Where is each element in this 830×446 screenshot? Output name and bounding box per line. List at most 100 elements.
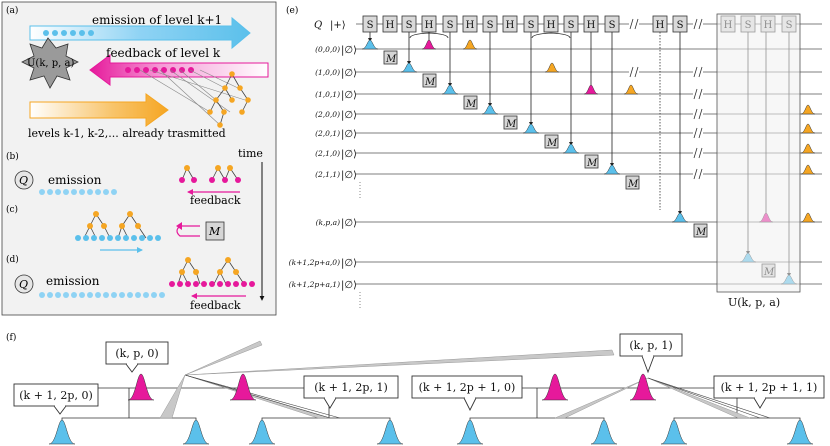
wire-break [698,18,703,30]
node-label: (k + 1, 2p + 1, 0) [419,381,516,394]
wire-break-bg [693,147,703,159]
node-label-pointer [753,397,767,409]
measure-box-c [205,221,225,241]
emission-peak [248,419,276,445]
feedback-trees-d [169,257,255,287]
loop-arrow-c-head [176,222,182,230]
measure-box [584,154,599,169]
transmitted-peak [800,104,816,115]
wire-break [693,147,698,159]
wire-break-bg [629,18,639,30]
emission-label-b: emission [48,173,102,187]
causal-line [184,374,331,419]
emission-peak [481,104,499,115]
qubit-ket: |∅⟩ [341,90,357,101]
measure-label: M [627,179,639,190]
emission-photons [43,30,94,36]
q-wire-label: Q [314,20,322,31]
qubit-label: (0,0,0) [315,45,340,54]
qubit-ket: |∅⟩ [341,258,357,269]
gate-h-label: H [656,20,665,31]
panel-e-label: (e) [286,5,298,16]
unit-label-e: U(k, p, a) [728,296,780,309]
gate-h-label: H [587,20,596,31]
qubit-ket: |∅⟩ [341,68,357,79]
wire-break [693,127,698,139]
wire-break [698,168,703,180]
wire-break-bg [629,66,639,78]
node-label: (k + 1, 2p, 0) [19,389,92,402]
emission-peak [603,164,621,175]
emission-peak [562,143,580,154]
wire-break-bg [693,108,703,120]
emission-peak [48,419,76,445]
wire-break [698,66,703,78]
unit-box [716,13,801,293]
measure-box [625,175,640,190]
tree-sub-branch [673,417,801,434]
levels-label: levels k-1, k-2,... already trasmitted [28,127,226,140]
wire-break [698,88,703,100]
measure-box [383,50,398,65]
causal-wedge [647,377,751,419]
wire-break [693,18,698,30]
measure-label-c: M [208,225,221,238]
unit-label-a: U(k, p, a) [27,58,74,69]
emission-peak [441,84,459,95]
qubit-ket: |∅⟩ [341,218,357,229]
qubit-ket: |∅⟩ [341,280,357,291]
measure-box [693,223,708,238]
measure-box [463,95,478,110]
measure-box [503,115,518,130]
gate-s-label: S [677,20,684,31]
tree-sub-branch [469,417,605,434]
transmitted-arrow [29,93,169,127]
qubit-label: (1,0,1) [315,90,340,99]
node-label: (k + 1, 2p + 1, 1) [721,381,818,394]
emission-peak [522,123,540,134]
transmitted-peak [800,123,816,134]
emission-peak [361,39,379,50]
qubit-label: (k+1,2p+a,0) [289,258,340,267]
measure-label: M [424,77,436,88]
tree-sub-branch [61,417,197,434]
emission-peak [456,419,484,445]
tree-diagram: (k, p, 0)(k, p, 1)(k + 1, 2p, 0)(k + 1, … [13,333,825,445]
transmitted-peak [800,143,816,154]
qubit-ket: |∅⟩ [341,129,357,140]
panel-a-label: (a) [6,5,18,16]
measure-label: M [385,54,397,65]
gate-h [502,15,518,33]
q-wire-ket: |+⟩ [330,20,346,31]
node-label-pointer [323,397,337,409]
node-label-pointer [53,405,67,415]
measure-label: M [465,99,477,110]
transmitted-peak [623,84,639,95]
wire-break-bg [693,168,703,180]
transmitted-peak [800,164,816,175]
emission-peak [590,419,618,445]
tree-connector [128,388,330,418]
emission-photons-d [39,292,165,298]
gate-h [543,15,559,33]
causal-line [647,377,761,419]
wire-break-bg [693,88,703,100]
tree-links [139,69,246,126]
feedback-fork [531,32,571,39]
causal-wedge [184,349,615,376]
feedback-peak [421,39,437,50]
gate-h-label: H [547,20,556,31]
emission-label: emission of level k+1 [92,13,222,27]
qubit-label: (2,0,0) [315,110,340,119]
qubit-ket: |∅⟩ [341,170,357,181]
feedback-label-d: feedback [190,299,241,312]
panel-b-label: (b) [6,151,19,162]
transmitted-peak [800,212,816,223]
gate-s-label: S [609,20,616,31]
emission-peak [671,212,689,223]
measure-box [422,73,437,88]
emission-peak [786,419,814,445]
tree-sub-branch [261,417,391,434]
q-label-d: Q [19,278,28,291]
qubit-label: (2,0,1) [315,129,340,138]
